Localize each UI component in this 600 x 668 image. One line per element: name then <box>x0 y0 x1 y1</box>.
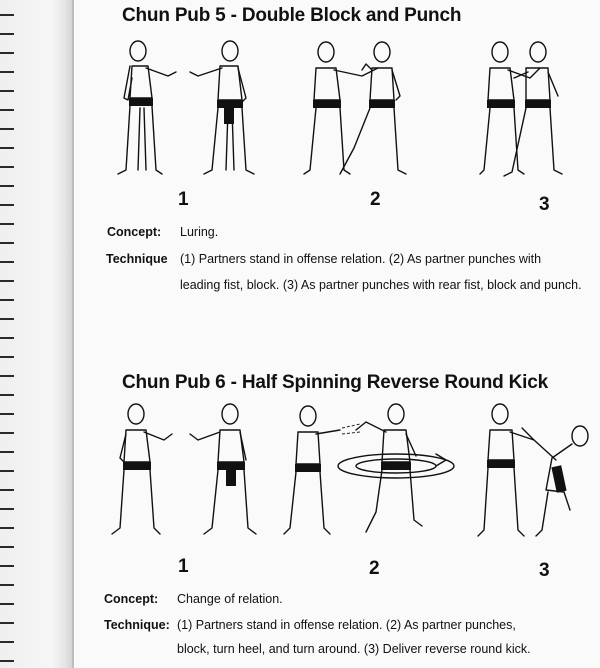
step-number-3: 3 <box>539 560 550 581</box>
section-title-chun-pub-6: Chun Pub 6 - Half Spinning Reverse Round… <box>122 372 548 393</box>
binder-tick <box>0 660 14 662</box>
binder-tick <box>0 52 14 54</box>
technique-label: Technique <box>106 252 168 266</box>
binder-tick <box>0 242 14 244</box>
technique-line-1: (1) Partners stand in offense relation. … <box>180 252 542 266</box>
binder-tick <box>0 280 14 282</box>
binder-tick <box>0 109 14 111</box>
binder-tick <box>0 223 14 225</box>
binder-tick <box>0 14 14 16</box>
illustration-step-2-block <box>303 41 407 175</box>
binder-tick <box>0 128 14 130</box>
binder-tick <box>0 603 14 605</box>
binder-tick <box>0 204 14 206</box>
binder-tick <box>0 147 14 149</box>
binder-tick <box>0 565 14 567</box>
step-number-1: 1 <box>178 556 189 577</box>
step-number-2: 2 <box>369 558 380 579</box>
binder-tick <box>0 527 14 529</box>
step-number-2: 2 <box>370 189 381 210</box>
concept-text: Change of relation. <box>177 592 283 606</box>
binder-tick <box>0 337 14 339</box>
concept-label: Concept: <box>107 225 162 239</box>
binder-tick <box>0 641 14 643</box>
illustration-step-3-block-punch <box>479 41 563 177</box>
binder-edge <box>72 0 74 668</box>
binder-tick <box>0 166 14 168</box>
binder-tick <box>0 432 14 434</box>
binder-tick <box>0 356 14 358</box>
binder-tick <box>0 90 14 92</box>
binder-tick <box>0 71 14 73</box>
binder-tick <box>0 33 14 35</box>
binder-tick <box>0 394 14 396</box>
binder-tick <box>0 261 14 263</box>
section-title-chun-pub-5: Chun Pub 5 - Double Block and Punch <box>122 5 462 26</box>
binder-tick <box>0 546 14 548</box>
illustration-step-2-spin-turn <box>283 403 455 535</box>
illustration-step-3-reverse-round-kick <box>477 403 589 537</box>
binder-tick <box>0 318 14 320</box>
binder-tick <box>0 508 14 510</box>
step-number-3: 3 <box>539 194 550 215</box>
binder-tick <box>0 375 14 377</box>
step-number-1: 1 <box>178 189 189 210</box>
concept-label: Concept: <box>104 592 159 606</box>
technique-line-1: (1) Partners stand in offense relation. … <box>177 618 516 632</box>
concept-text: Luring. <box>180 225 219 239</box>
binder-tick <box>0 584 14 586</box>
binder-tick <box>0 185 14 187</box>
binder-tick <box>0 299 14 301</box>
binder-tick <box>0 489 14 491</box>
technique-line-2: leading fist, block. (3) As partner punc… <box>180 278 582 292</box>
technique-label: Technique: <box>104 618 170 632</box>
binder-tick <box>0 451 14 453</box>
binder-tick <box>0 622 14 624</box>
illustration-step-1-standing <box>117 40 255 175</box>
binder-tick <box>0 413 14 415</box>
illustration-step-1-standing <box>111 403 257 535</box>
technique-line-2: block, turn heel, and turn around. (3) D… <box>177 642 531 656</box>
binder-tick <box>0 470 14 472</box>
binder-margin <box>0 0 74 668</box>
